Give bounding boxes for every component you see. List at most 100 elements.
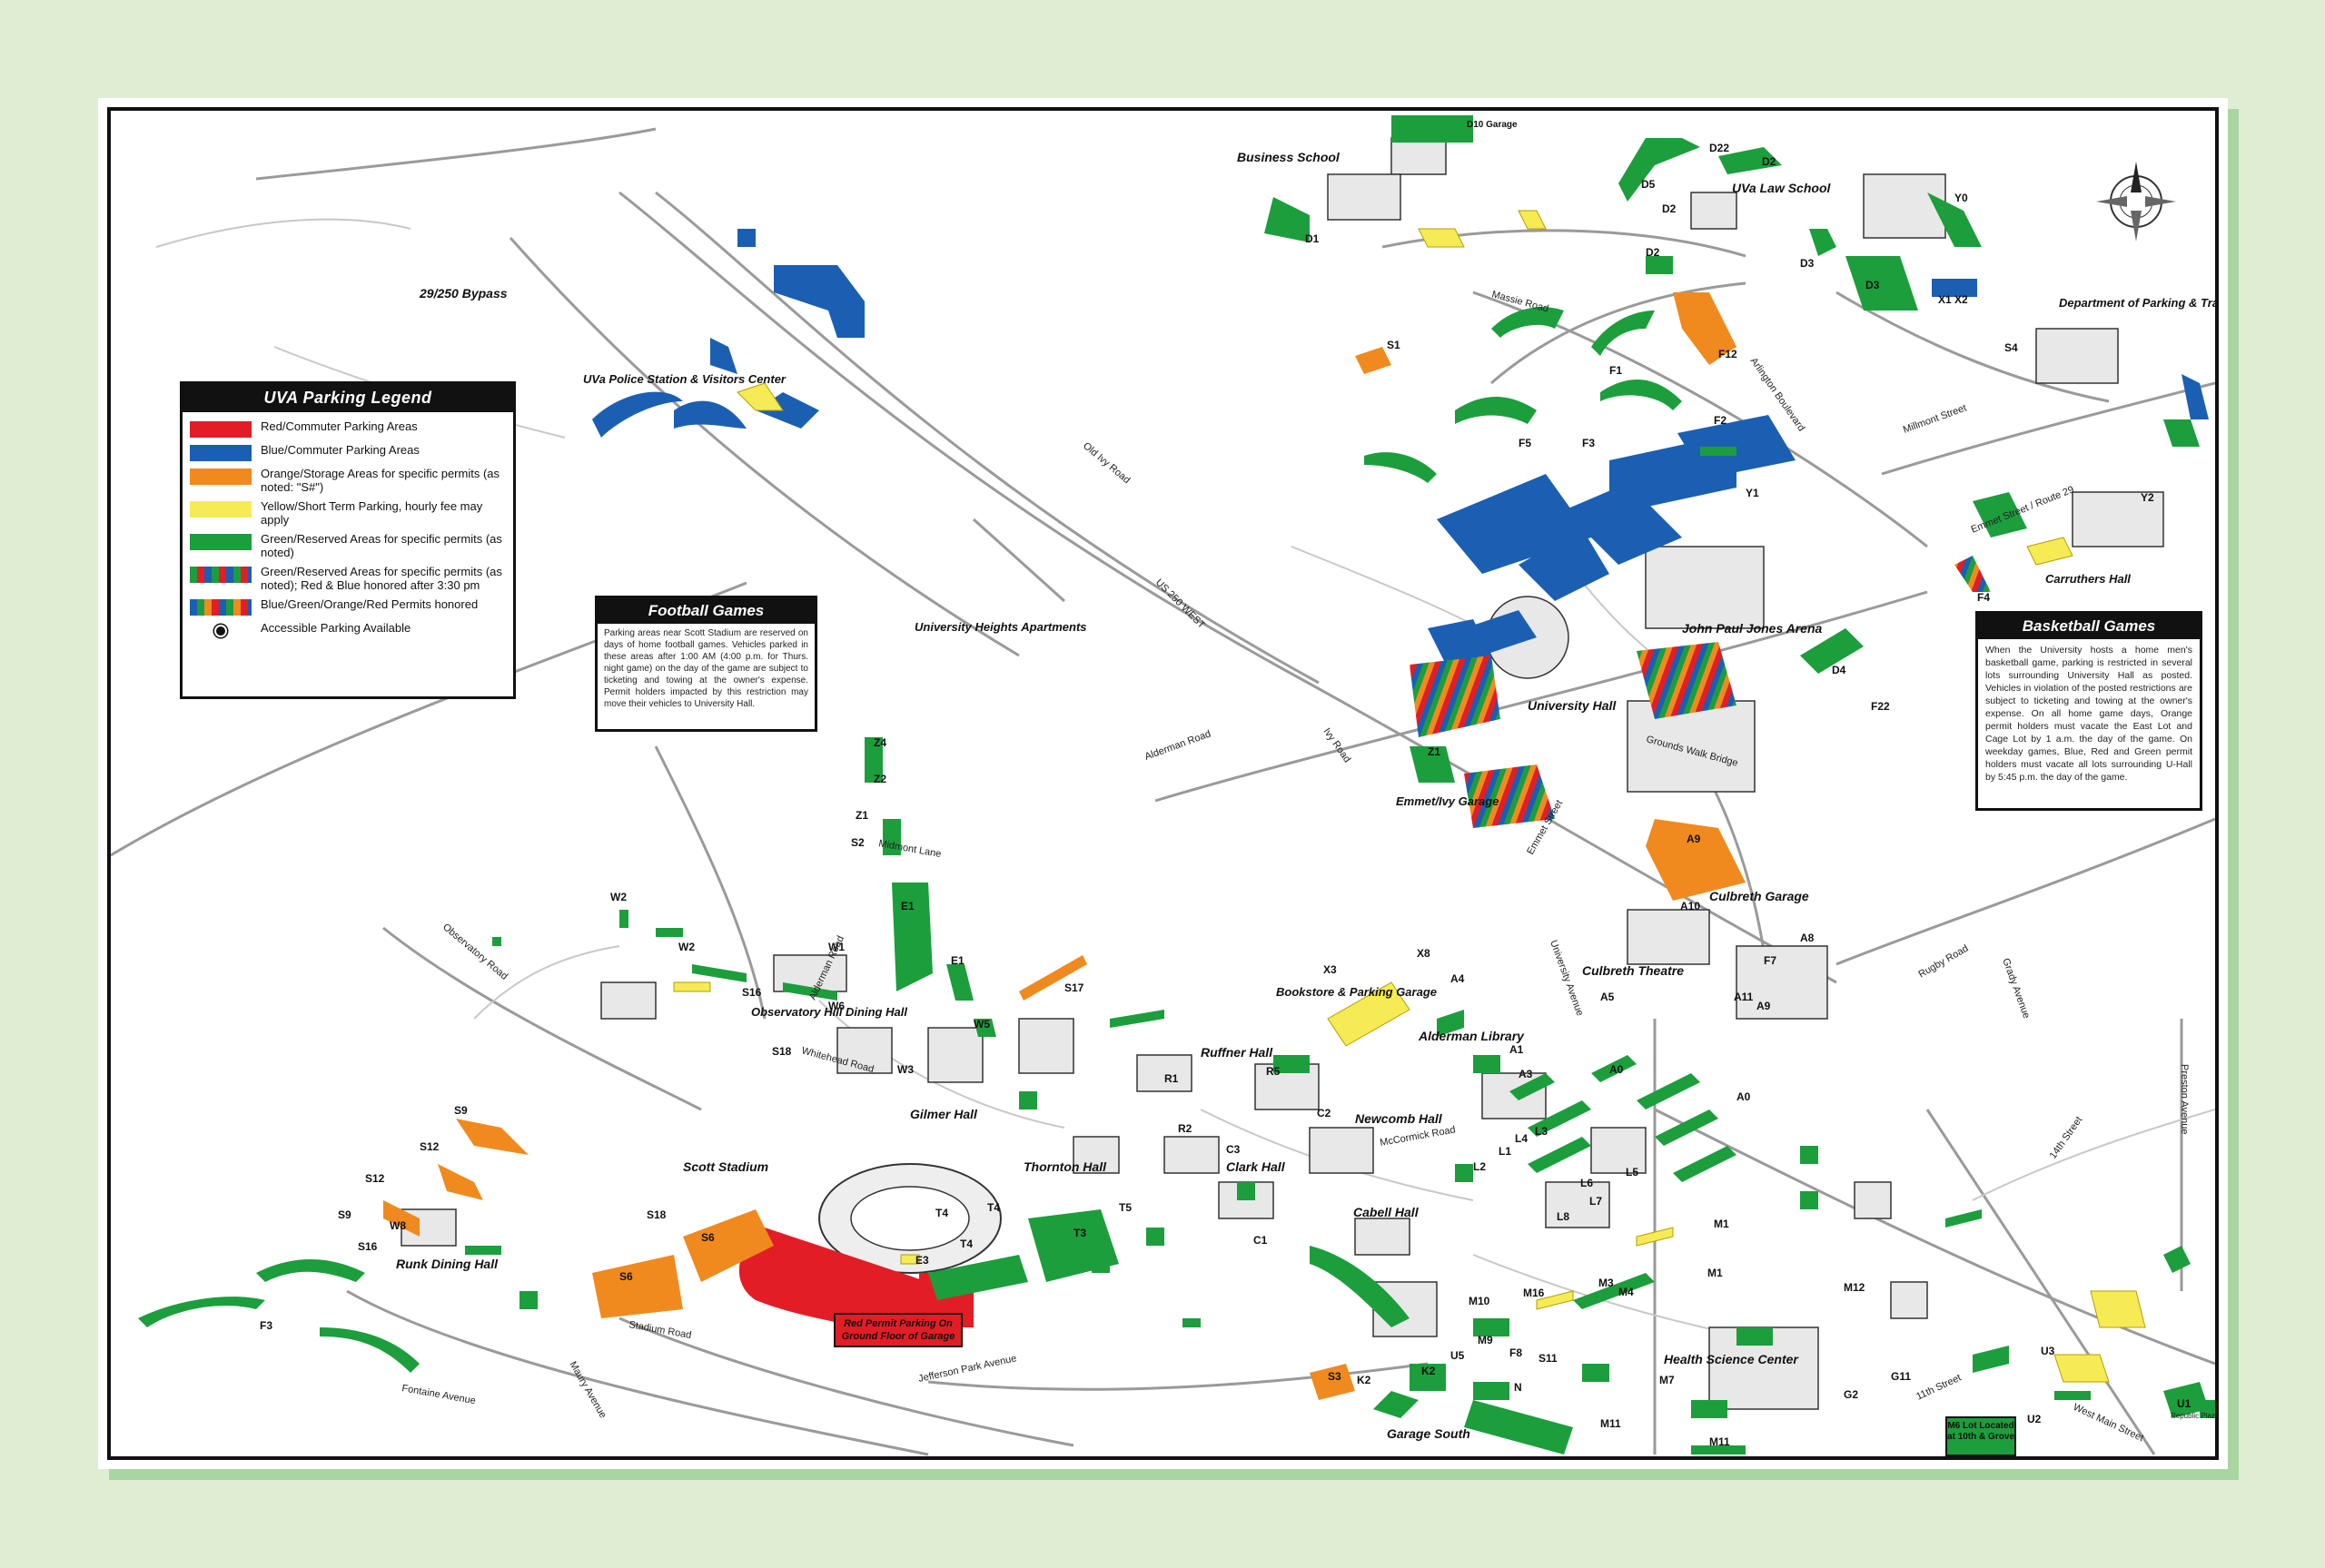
swatch-multi	[190, 599, 252, 616]
svg-text:T4: T4	[935, 1207, 948, 1219]
svg-text:S16: S16	[742, 986, 762, 999]
svg-text:F4: F4	[1977, 591, 1990, 604]
orange-lots[interactable]	[383, 292, 1746, 1400]
svg-text:D2: D2	[1762, 155, 1776, 168]
svg-text:E3: E3	[915, 1254, 929, 1267]
legend-item-yellow: Yellow/Short Term Parking, hourly fee ma…	[190, 499, 506, 527]
svg-text:A9: A9	[1756, 1000, 1771, 1012]
svg-text:A8: A8	[1800, 932, 1815, 944]
svg-text:A11: A11	[1734, 991, 1754, 1003]
svg-text:C2: C2	[1317, 1107, 1331, 1119]
svg-text:M12: M12	[1844, 1281, 1865, 1294]
yellow-lots[interactable]	[673, 210, 2146, 1383]
label-alderman-library: Alderman Library	[1418, 1029, 1525, 1043]
svg-text:D3: D3	[1800, 257, 1815, 270]
swatch-blue	[190, 445, 252, 461]
road-mccormick: McCormick Road	[1379, 1124, 1456, 1148]
label-law-school: UVa Law School	[1732, 181, 1832, 195]
road-us250: US 250 WEST	[1153, 577, 1207, 631]
legend-item-green-reserved: Green/Reserved Areas for specific permit…	[190, 565, 506, 592]
svg-text:L7: L7	[1589, 1195, 1602, 1208]
label-culbreth-garage: Culbreth Garage	[1709, 889, 1809, 903]
svg-text:Y2: Y2	[2141, 491, 2154, 504]
road-stadium: Stadium Road	[628, 1319, 692, 1341]
svg-text:S6: S6	[619, 1270, 633, 1283]
svg-text:X3: X3	[1323, 963, 1337, 976]
road-old-ivy: Old Ivy Road	[1081, 440, 1132, 486]
label-ohill-dining: Observatory Hill Dining Hall	[751, 1005, 907, 1019]
svg-text:D3: D3	[1865, 279, 1880, 291]
svg-text:F3: F3	[1582, 437, 1595, 449]
svg-text:Y1: Y1	[1746, 487, 1759, 499]
label-police-station: UVa Police Station & Visitors Center	[583, 372, 787, 386]
campus-map[interactable]: Business School UVa Law School Departmen…	[111, 111, 2215, 1456]
svg-text:A10: A10	[1680, 900, 1700, 912]
label-newcomb: Newcomb Hall	[1355, 1111, 1443, 1126]
svg-text:M3: M3	[1598, 1277, 1614, 1289]
road-preston: Preston Avenue	[2179, 1064, 2190, 1134]
svg-text:M9: M9	[1478, 1334, 1493, 1346]
swatch-green-red-blue	[190, 567, 252, 583]
svg-text:U1: U1	[2177, 1397, 2191, 1410]
basketball-body: When the University hosts a home men's b…	[1985, 645, 2192, 783]
road-fontaine: Fontaine Avenue	[401, 1383, 476, 1406]
label-scott-stadium: Scott Stadium	[683, 1159, 768, 1174]
svg-text:R1: R1	[1164, 1072, 1179, 1085]
svg-text:M4: M4	[1618, 1286, 1634, 1298]
scott-stadium	[818, 1163, 1002, 1274]
svg-text:Z1: Z1	[1428, 745, 1440, 758]
legend-item-red: Red/Commuter Parking Areas	[190, 419, 506, 438]
svg-text:M1: M1	[1707, 1267, 1723, 1279]
svg-text:T3: T3	[1073, 1227, 1086, 1239]
lot-labels: D10 Garage D1 D22 D2 D5 D2 D2 D3 D3 X1 X…	[260, 120, 2191, 1448]
blue-lots[interactable]	[592, 229, 2209, 665]
svg-text:D10 Garage: D10 Garage	[1467, 120, 1518, 130]
compass-icon	[2096, 162, 2176, 242]
svg-text:A9: A9	[1687, 833, 1701, 845]
svg-text:M7: M7	[1659, 1374, 1675, 1386]
label-parking-dept: Department of Parking & Transportation	[2059, 296, 2215, 310]
svg-text:W8: W8	[390, 1219, 406, 1232]
svg-text:D2: D2	[1662, 202, 1677, 215]
svg-text:F1: F1	[1609, 364, 1622, 377]
road-midmont: Midmont Lane	[877, 838, 942, 860]
svg-text:S17: S17	[1064, 981, 1084, 994]
legend-title: UVA Parking Legend	[183, 384, 513, 412]
svg-text:G11: G11	[1891, 1370, 1911, 1383]
road-maury: Maury Avenue	[567, 1360, 608, 1421]
green-lots[interactable]	[138, 115, 2215, 1455]
label-thornton: Thornton Hall	[1024, 1159, 1107, 1174]
swatch-red	[190, 421, 252, 438]
svg-text:M10: M10	[1469, 1295, 1490, 1307]
mixed-permit-lots[interactable]	[1410, 556, 1991, 828]
svg-text:F3: F3	[260, 1319, 272, 1332]
road-network	[111, 127, 2215, 1456]
svg-text:A3: A3	[1519, 1068, 1533, 1080]
svg-text:M1: M1	[1714, 1218, 1729, 1230]
road-university-ave: University Avenue	[1548, 939, 1585, 1018]
road-jpa: Jefferson Park Avenue	[917, 1353, 1017, 1385]
svg-text:G2: G2	[1844, 1388, 1858, 1401]
legend-item-all-permits: Blue/Green/Orange/Red Permits honored	[190, 597, 506, 616]
svg-text:L2: L2	[1473, 1160, 1486, 1173]
svg-text:Z1: Z1	[856, 809, 868, 822]
svg-text:E1: E1	[901, 900, 915, 912]
label-hsc: Health Science Center	[1664, 1352, 1799, 1366]
legend-item-blue: Blue/Commuter Parking Areas	[190, 443, 506, 461]
swatch-yellow	[190, 501, 252, 518]
label-university-hall: University Hall	[1528, 698, 1617, 713]
svg-text:A0: A0	[1736, 1090, 1751, 1103]
svg-text:K2: K2	[1421, 1365, 1436, 1377]
label-bypass: 29/250 Bypass	[419, 286, 508, 301]
label-university-heights: University Heights Apartments	[915, 620, 1087, 634]
road-11th: 11th Street	[1914, 1372, 1963, 1402]
road-rugby: Rugby Road	[1917, 943, 1971, 981]
svg-text:S12: S12	[420, 1140, 440, 1153]
svg-text:L3: L3	[1535, 1125, 1548, 1138]
svg-text:W3: W3	[897, 1063, 914, 1076]
svg-text:S12: S12	[365, 1172, 385, 1185]
accessible-parking-icon	[190, 623, 252, 639]
basketball-title: Basketball Games	[1978, 614, 2200, 639]
svg-text:S6: S6	[701, 1231, 715, 1244]
label-clark: Clark Hall	[1226, 1159, 1286, 1174]
